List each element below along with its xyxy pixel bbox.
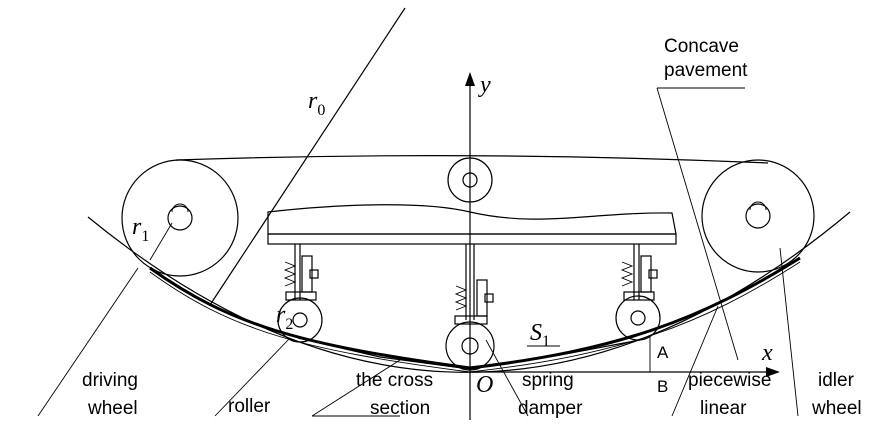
point-b-label: B bbox=[657, 377, 668, 396]
symbol-r1: r1 bbox=[132, 214, 149, 245]
suspension-right bbox=[615, 244, 661, 341]
radius-r1-pointer bbox=[149, 222, 173, 261]
driving-wheel bbox=[121, 159, 239, 277]
concave-pavement-label: Concave pavement bbox=[664, 36, 748, 81]
vehicle-body bbox=[267, 204, 677, 245]
symbol-r0: r0 bbox=[308, 88, 325, 119]
driving-wheel-label: driving wheel bbox=[82, 370, 143, 419]
point-a-label: A bbox=[657, 343, 669, 362]
spring-damper-label: spring damper bbox=[518, 370, 583, 419]
concave-pavement-curve bbox=[87, 211, 851, 373]
track-top-run bbox=[175, 155, 769, 164]
roller-label: roller bbox=[228, 396, 271, 417]
idler-wheel bbox=[701, 159, 815, 273]
track-bottom-run-inner bbox=[149, 261, 801, 373]
axis-y-label: y bbox=[478, 72, 491, 98]
symbol-s1: S1 bbox=[530, 320, 550, 350]
axis-x-label: x bbox=[761, 340, 773, 366]
x-axis bbox=[470, 367, 780, 377]
suspension-left bbox=[277, 244, 323, 343]
radius-r0-line bbox=[209, 7, 406, 306]
cross-section-label: the cross section bbox=[356, 370, 438, 419]
y-axis bbox=[465, 72, 475, 420]
origin-label: O bbox=[476, 372, 493, 398]
leader-lines bbox=[37, 87, 799, 417]
piecewise-linear-path bbox=[297, 337, 641, 369]
symbol-r2: r2 bbox=[276, 302, 293, 333]
idler-wheel-label: idler wheel bbox=[811, 370, 862, 419]
piecewise-linear-label: piecewise linear bbox=[688, 370, 777, 419]
